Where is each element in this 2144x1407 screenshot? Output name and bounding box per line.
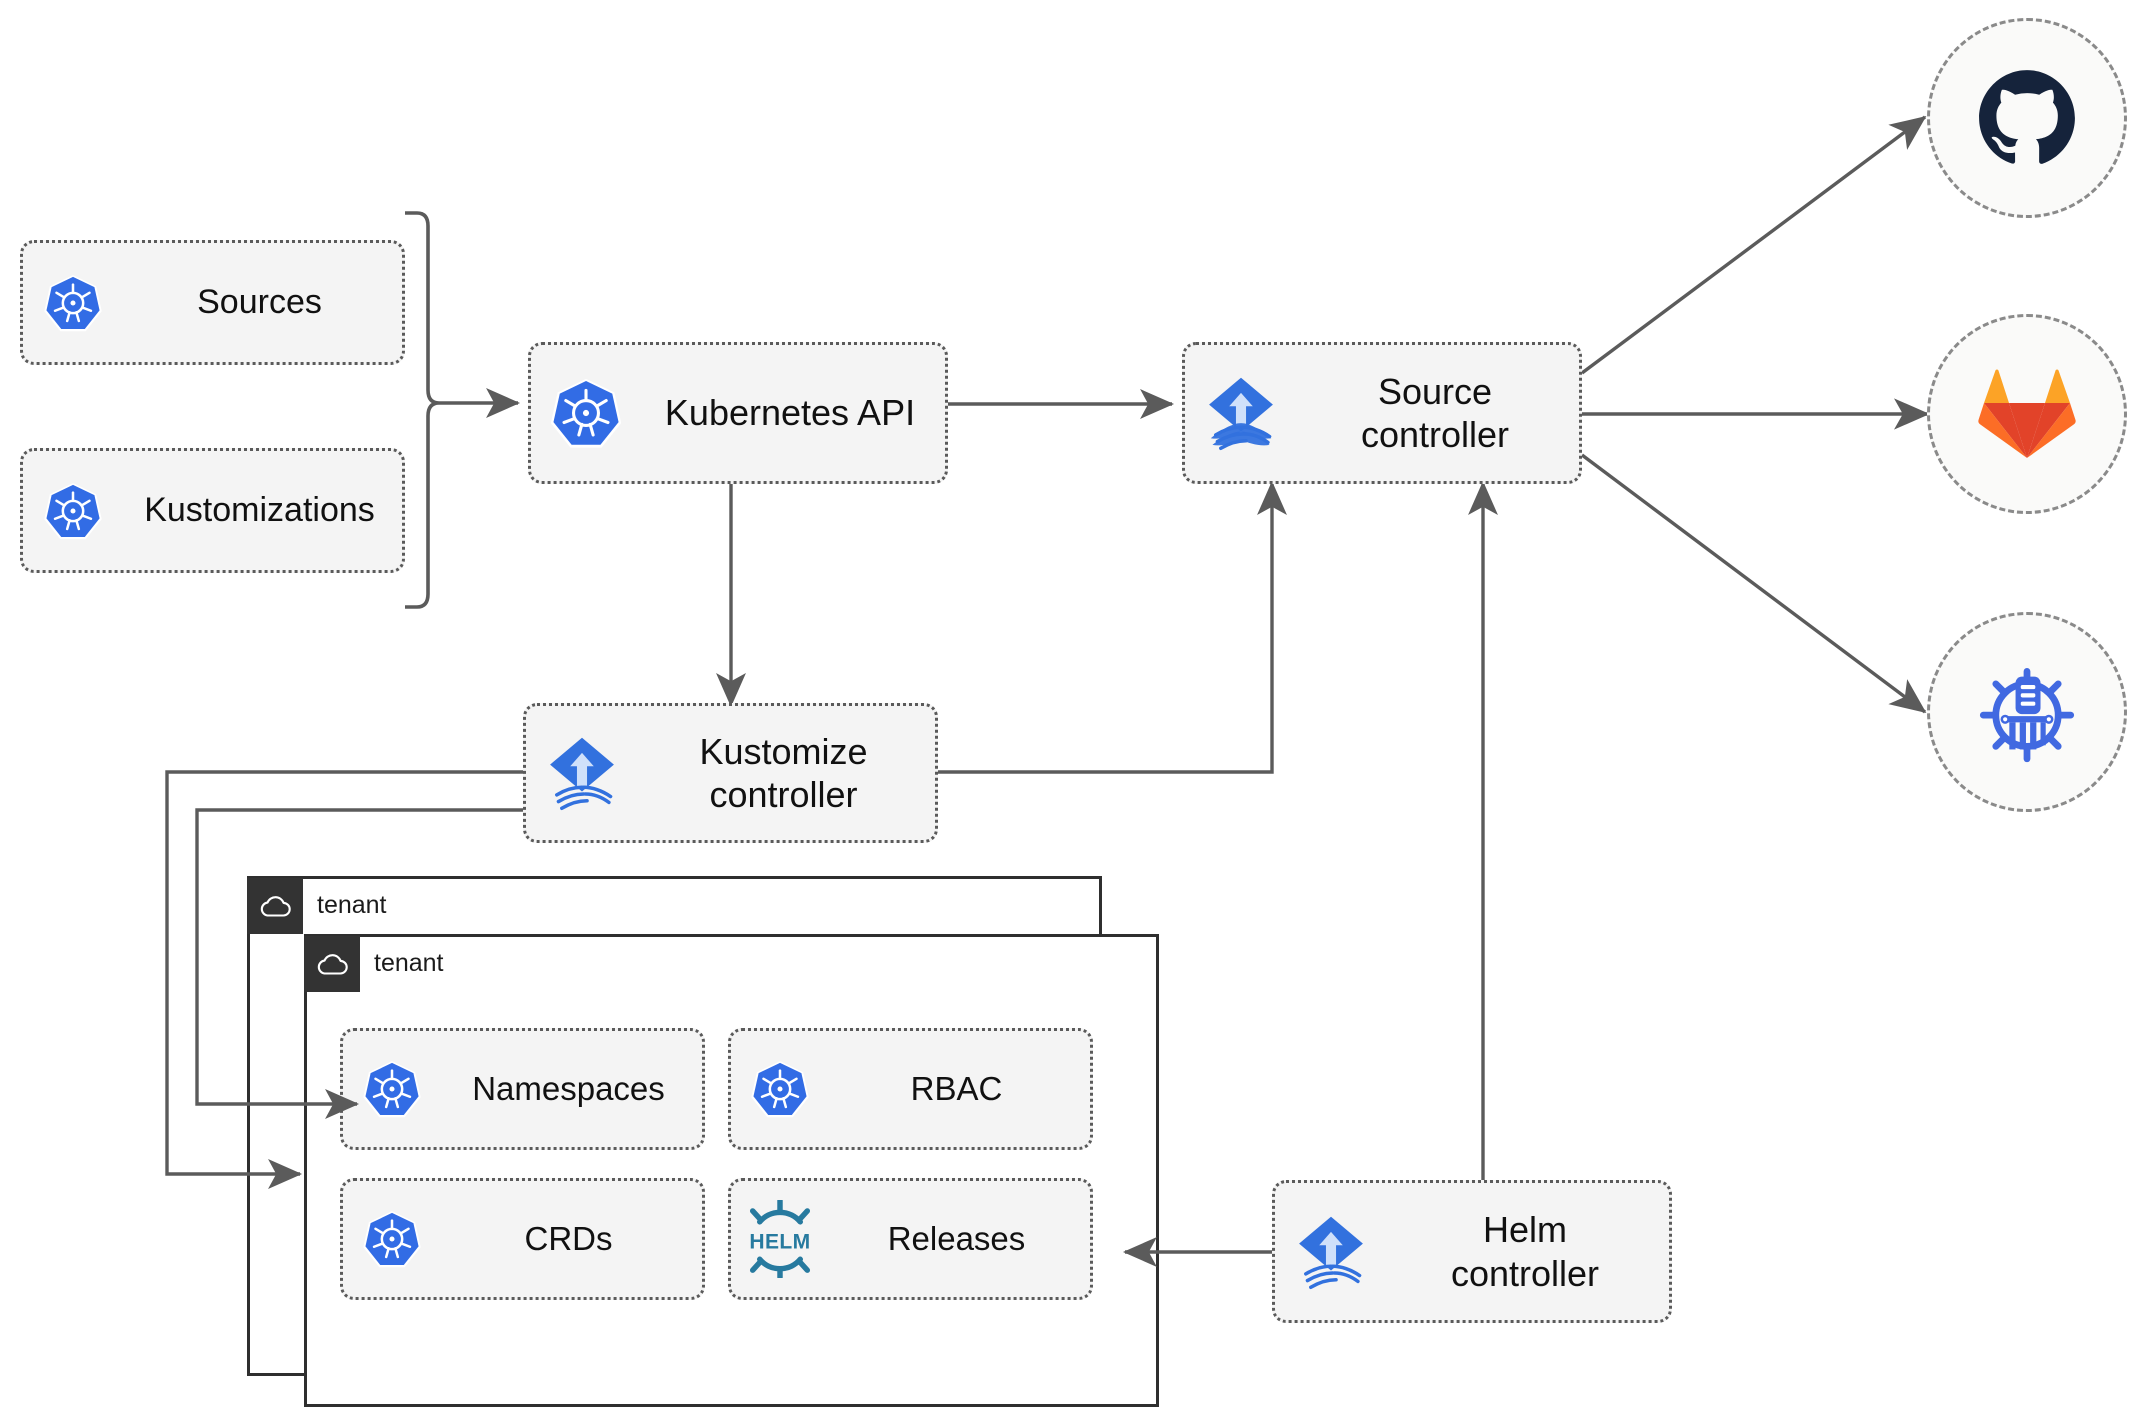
flux-icon xyxy=(1185,371,1297,455)
resource-label: Sources xyxy=(197,283,322,322)
cloud-icon xyxy=(247,877,303,934)
tenant-resource-rbac[interactable]: RBAC xyxy=(728,1028,1093,1150)
tenant-label: tenant xyxy=(374,949,444,977)
source-controller-label: Source controller xyxy=(1360,370,1510,455)
flux-icon xyxy=(1275,1210,1387,1294)
tenant-resource-label: Releases xyxy=(887,1220,1026,1258)
helm-controller-box[interactable]: Helm controller xyxy=(1272,1180,1672,1323)
wire-source-harbor xyxy=(1580,453,1927,714)
service-circle-gitlab[interactable] xyxy=(1927,314,2127,514)
harbor-icon xyxy=(1979,668,2075,763)
kubernetes-icon xyxy=(23,272,123,334)
kubernetes-api-label: Kubernetes API xyxy=(664,392,916,434)
gitlab-icon xyxy=(1978,369,2076,458)
kustomize-controller-box[interactable]: Kustomize controller xyxy=(523,703,938,843)
service-circle-github[interactable] xyxy=(1927,18,2127,218)
tenant-resource-namespaces[interactable]: Namespaces xyxy=(340,1028,705,1150)
tenant-resource-crds[interactable]: CRDs xyxy=(340,1178,705,1300)
kubernetes-api-box[interactable]: Kubernetes API xyxy=(528,342,948,484)
tenant-resource-label: RBAC xyxy=(910,1070,1003,1108)
kustomize-controller-label: Kustomize controller xyxy=(699,730,868,815)
flux-icon xyxy=(526,731,638,815)
kubernetes-icon xyxy=(343,1208,441,1270)
source-controller-box[interactable]: Source controller xyxy=(1182,342,1582,484)
tenant-resource-label: CRDs xyxy=(524,1220,613,1258)
tenant-title-bar: tenant xyxy=(304,935,444,993)
resource-box-sources[interactable]: Sources xyxy=(20,240,405,365)
kubernetes-icon xyxy=(731,1058,829,1120)
resource-label: Kustomizations xyxy=(144,491,375,530)
helm-controller-label: Helm controller xyxy=(1450,1209,1600,1294)
kubernetes-icon xyxy=(531,375,641,451)
wire-kustomize-source xyxy=(938,480,1287,774)
kubernetes-icon xyxy=(23,480,123,542)
tenant-window-inner[interactable]: tenant xyxy=(304,934,1159,1407)
tenant-label: tenant xyxy=(317,891,387,919)
tenant-title-bar: tenant xyxy=(247,877,387,935)
service-circle-harbor[interactable] xyxy=(1927,612,2127,812)
group-brace xyxy=(405,211,440,609)
tenant-resource-label: Namespaces xyxy=(472,1070,665,1108)
helm-icon: HELM xyxy=(731,1200,829,1278)
tenant-resource-releases[interactable]: HELM Releases xyxy=(728,1178,1093,1300)
github-icon xyxy=(1979,70,2075,164)
svg-text:HELM: HELM xyxy=(749,1230,810,1253)
resource-box-kustomizations[interactable]: Kustomizations xyxy=(20,448,405,573)
wire-source-github xyxy=(1580,115,1927,375)
kubernetes-icon xyxy=(343,1058,441,1120)
cloud-icon xyxy=(304,935,360,992)
